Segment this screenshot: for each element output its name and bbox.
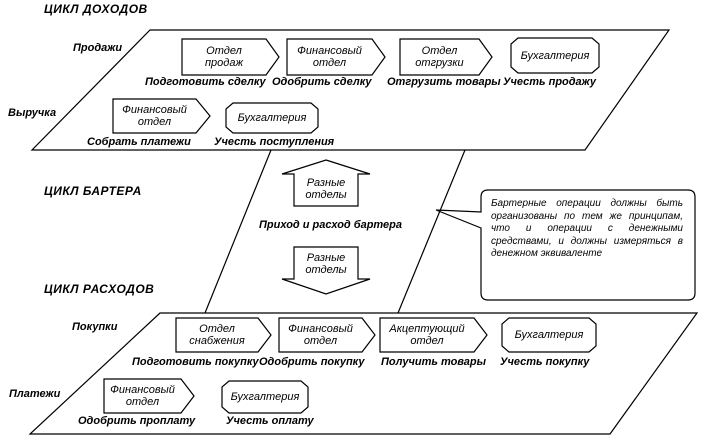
row-label-purchases: Покупки	[72, 321, 118, 333]
node-accounting-4-line1: Бухгалтерия	[230, 391, 300, 403]
node-barter-units-up-line1: Разные	[306, 177, 346, 189]
action-barter-flow: Приход и расход бартера	[259, 219, 403, 231]
action-receive-goods: Получить товары	[381, 356, 487, 368]
node-finance-dept-3-line1: Финансовый	[288, 323, 353, 335]
node-sales-dept-line2: продаж	[204, 57, 244, 69]
node-finance-dept-1-line2: отдел	[312, 57, 347, 69]
node-supply-dept-line1: Отдел	[199, 323, 235, 335]
action-approve-deal: Одобрить сделку	[272, 76, 372, 88]
action-approve-payment: Одобрить проплату	[78, 415, 196, 427]
action-collect-payments: Собрать платежи	[87, 136, 191, 148]
node-finance-dept-3-line2: отдел	[303, 335, 338, 347]
sales-dept-shape	[181, 38, 280, 76]
row-label-sales: Продажи	[73, 42, 123, 54]
node-finance-dept-2-line1: Финансовый	[122, 104, 187, 116]
node-sales-dept[interactable]: Отдел продаж	[182, 39, 266, 75]
node-finance-dept-3[interactable]: Финансовый отдел	[279, 318, 362, 352]
node-barter-units-up[interactable]: Разные отделы	[294, 174, 358, 204]
income-cycle-title: ЦИКЛ ДОХОДОВ	[44, 2, 148, 16]
node-supply-dept-line2: снабжения	[189, 335, 245, 347]
accounting-3-shape	[501, 317, 597, 353]
action-record-purchase: Учесть покупку	[500, 356, 590, 368]
accounting-1-shape	[510, 37, 600, 74]
barter-plane-right-edge	[397, 149, 466, 314]
node-acceptance-dept[interactable]: Акцептующий отдел	[380, 318, 474, 352]
node-shipping-dept[interactable]: Отдел отгрузки	[400, 39, 479, 75]
action-ship-goods: Отгрузить товары	[387, 76, 501, 88]
node-barter-units-up-line2: отделы	[305, 189, 347, 201]
barter-down-arrow	[281, 246, 371, 295]
action-prepare-deal: Подготовить сделку	[145, 76, 266, 88]
finance-dept-3-shape	[278, 317, 376, 353]
node-finance-dept-4[interactable]: Финансовый отдел	[104, 379, 181, 413]
node-shipping-dept-line2: отгрузки	[415, 57, 464, 69]
barter-cycle-title: ЦИКЛ БАРТЕРА	[44, 184, 142, 198]
node-accounting-1[interactable]: Бухгалтерия	[511, 38, 599, 73]
node-finance-dept-2[interactable]: Финансовый отдел	[113, 99, 196, 133]
node-accounting-2-line1: Бухгалтерия	[237, 112, 307, 124]
row-label-revenue: Выручка	[8, 107, 57, 119]
node-finance-dept-4-line1: Финансовый	[110, 384, 175, 396]
node-finance-dept-1[interactable]: Финансовый отдел	[287, 39, 372, 75]
node-acceptance-dept-line1: Акцептующий	[389, 323, 465, 335]
finance-dept-4-shape	[103, 378, 195, 414]
node-accounting-3-line1: Бухгалтерия	[514, 329, 584, 341]
expense-cycle-plane	[28, 312, 699, 435]
action-record-sale: Учесть продажу	[503, 76, 597, 88]
node-barter-units-down-line2: отделы	[305, 264, 347, 276]
action-record-payment: Учесть оплату	[226, 415, 314, 427]
accounting-4-shape	[221, 380, 309, 414]
node-acceptance-dept-line2: отдел	[410, 335, 444, 347]
barter-note-text: Бартерные операции должны быть организов…	[491, 198, 683, 259]
finance-dept-2-shape	[112, 98, 211, 134]
node-finance-dept-1-line1: Финансовый	[297, 45, 362, 57]
action-prepare-purchase: Подготовить покупку	[132, 356, 259, 368]
accounting-2-shape	[225, 102, 319, 134]
node-accounting-2[interactable]: Бухгалтерия	[226, 103, 318, 133]
action-record-receipts: Учесть поступления	[214, 136, 335, 148]
expense-cycle-title: ЦИКЛ РАСХОДОВ	[44, 282, 155, 296]
node-sales-dept-line1: Отдел	[206, 45, 242, 57]
node-finance-dept-4-line2: отдел	[125, 396, 160, 408]
income-cycle-plane	[30, 29, 671, 151]
node-accounting-3[interactable]: Бухгалтерия	[502, 318, 596, 352]
node-barter-units-down[interactable]: Разные отделы	[294, 249, 358, 279]
barter-note-callout	[435, 189, 696, 301]
node-accounting-4[interactable]: Бухгалтерия	[222, 381, 308, 413]
finance-dept-1-shape	[286, 38, 386, 76]
action-approve-purchase: Одобрить покупку	[259, 356, 365, 368]
shipping-dept-shape	[399, 38, 493, 76]
row-label-payments: Платежи	[9, 388, 61, 400]
node-supply-dept[interactable]: Отдел снабжения	[176, 318, 258, 352]
acceptance-dept-shape	[379, 317, 488, 353]
barter-plane-left-edge	[204, 149, 272, 314]
supply-dept-shape	[175, 317, 272, 353]
node-accounting-1-line1: Бухгалтерия	[520, 49, 590, 62]
node-finance-dept-2-line2: отдел	[137, 116, 172, 128]
node-barter-units-down-line1: Разные	[306, 252, 346, 264]
barter-up-arrow	[281, 159, 371, 207]
node-shipping-dept-line1: Отдел	[421, 45, 458, 57]
